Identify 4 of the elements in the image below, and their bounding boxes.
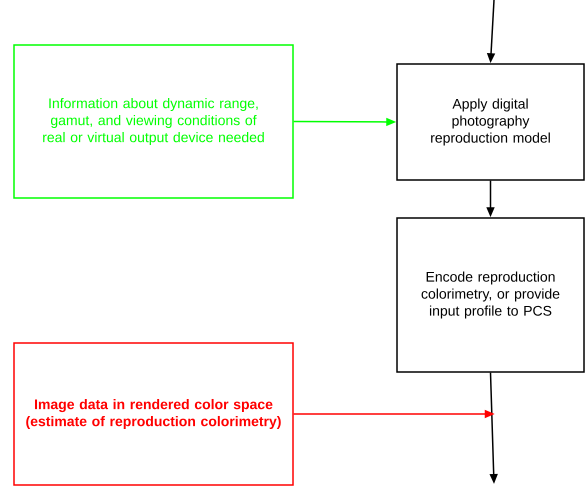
input-box: Image data in rendered color space (estimate of reproduction colorimetry)	[13, 342, 294, 486]
process-box: Apply digital photography reproduction model	[396, 63, 585, 181]
input-box: Information about dynamic range, gamut, and viewing conditions of real or virtual output device needed	[13, 44, 294, 199]
process-box: Encode reproduction colorimetry, or provide input profile to PCS	[396, 217, 585, 373]
